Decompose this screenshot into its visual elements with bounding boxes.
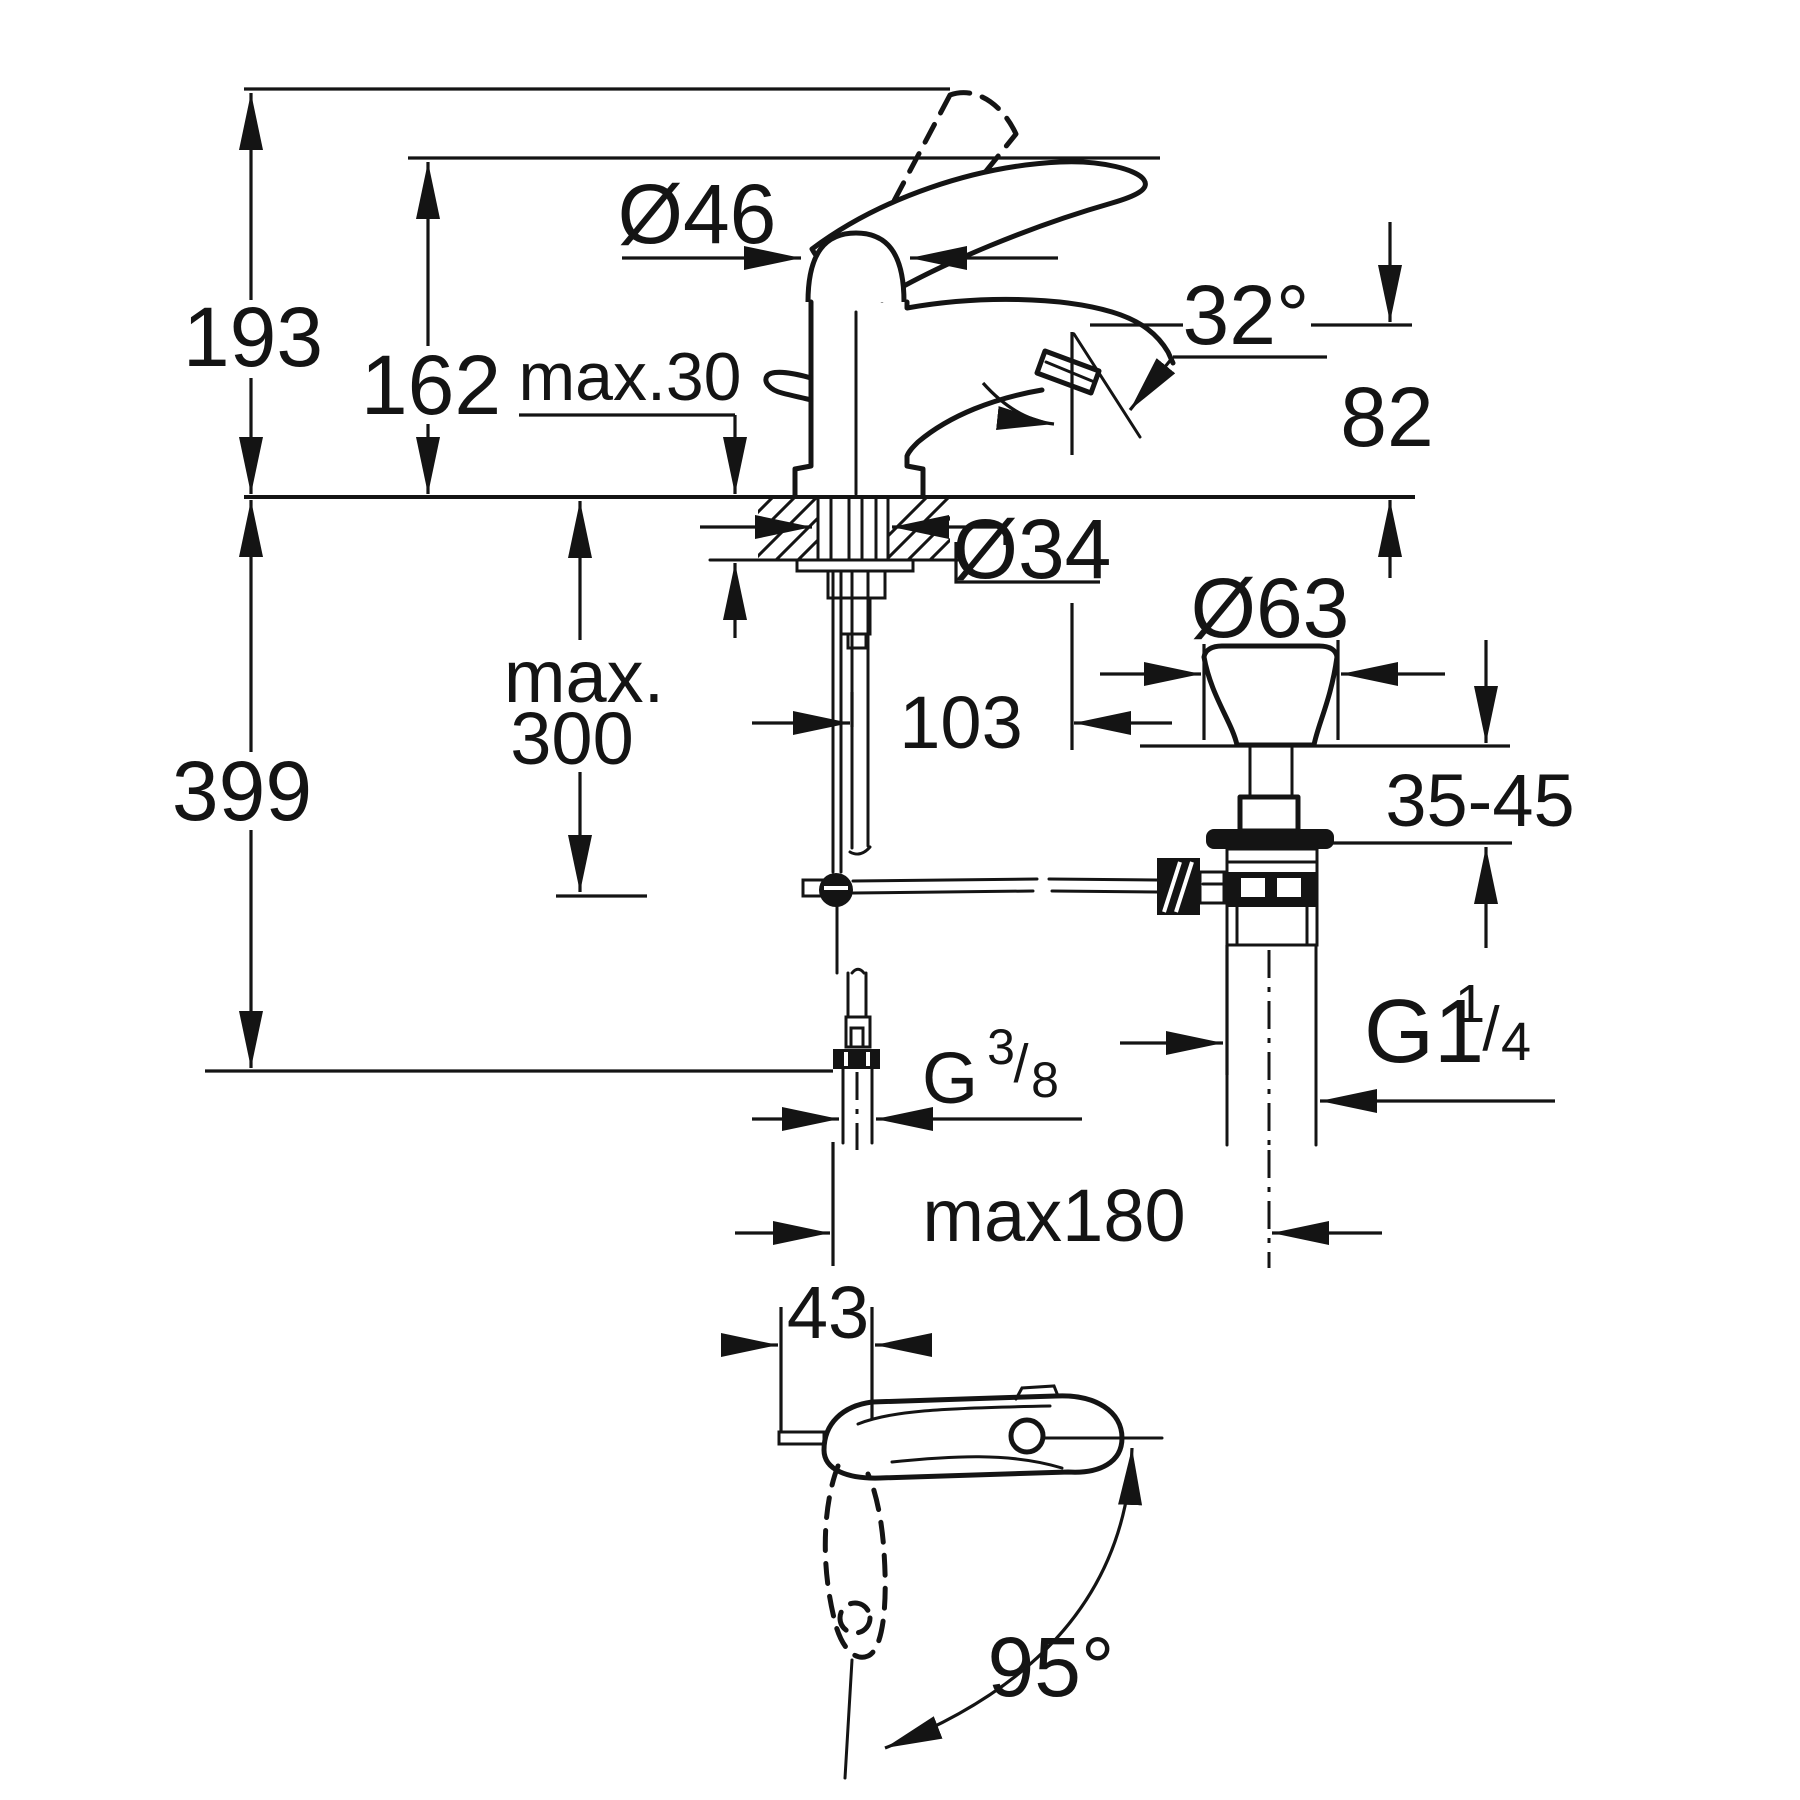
pop-up-pull-rod xyxy=(801,570,853,975)
dim-32-leader-arrow xyxy=(1128,355,1176,412)
label-deck-thickness: max.30 xyxy=(519,339,742,415)
handle-rotated-dashed xyxy=(822,1463,888,1660)
waste-tailpipe xyxy=(1225,943,1318,1147)
label-total-height: 193 xyxy=(183,290,323,384)
dimension-lines xyxy=(205,87,1555,1432)
label-cartridge-diameter: Ø46 xyxy=(618,167,777,261)
mounting-nut-stack xyxy=(795,558,915,650)
label-handle-swing-angle: 95° xyxy=(987,1620,1114,1714)
label-rod-horizontal-reach: max180 xyxy=(922,1174,1185,1257)
label-waste-flange-diameter: Ø63 xyxy=(1191,561,1350,655)
handle-front-tab xyxy=(763,369,814,403)
label-handle-width: 43 xyxy=(787,1271,869,1354)
spout-axis-line xyxy=(1072,332,1142,439)
aerator-inner-line xyxy=(1044,360,1094,383)
waste-plug-cup xyxy=(1201,643,1340,748)
waste-neck xyxy=(1248,743,1294,799)
label-waste-deck-range: 35-45 xyxy=(1385,759,1574,842)
handle-rotated-hole-dashed xyxy=(837,1600,873,1636)
label-waste-thread-sup: 1 xyxy=(1455,974,1485,1034)
label-under-counter-depth: 399 xyxy=(172,744,312,838)
threaded-shank xyxy=(816,495,890,562)
supply-pipe-g38 xyxy=(833,967,880,1150)
label-rod-depth-value: 300 xyxy=(510,697,633,780)
label-supply-thread: G 3 / 8 xyxy=(922,1019,1059,1119)
label-waste-thread-slash: / xyxy=(1482,995,1500,1064)
rotated-position-line xyxy=(843,1658,854,1780)
label-rod-depth-prefix: max. xyxy=(504,635,664,718)
waste-valve-body xyxy=(1225,847,1319,947)
label-spout-reach: 103 xyxy=(899,681,1022,764)
label-supply-thread-main: G xyxy=(922,1039,978,1119)
dimension-labels: 193 162 Ø46 max.30 32° 82 Ø34 max. 300 3… xyxy=(172,167,1575,1714)
top-view-handle xyxy=(777,1384,1164,1780)
waste-square-knob xyxy=(1237,794,1301,834)
label-spout-angle: 32° xyxy=(1182,268,1309,362)
label-supply-thread-slash: / xyxy=(1013,1034,1028,1094)
pop-up-waste-assembly xyxy=(1157,643,1340,1147)
faucet-body xyxy=(792,296,1176,498)
cartridge-dome xyxy=(805,230,907,303)
label-lever-height: 162 xyxy=(361,338,501,432)
label-waste-thread-sub: 4 xyxy=(1501,1012,1531,1072)
dim-d34-leader xyxy=(954,527,1100,584)
handle-top-view-inner xyxy=(856,1404,1064,1470)
label-supply-thread-sub: 8 xyxy=(1031,1052,1059,1108)
spout-swivel-arc xyxy=(981,381,1055,430)
label-waste-thread: G1 1 / 4 xyxy=(1364,974,1531,1082)
handle-top-notch xyxy=(1014,1384,1060,1401)
handle-pin-stub xyxy=(777,1430,826,1446)
horizontal-linkage-rod xyxy=(851,877,1159,895)
label-supply-thread-sup: 3 xyxy=(987,1019,1015,1075)
handle-pivot-hole xyxy=(1008,1417,1046,1455)
label-spout-height: 82 xyxy=(1340,370,1433,464)
waste-knurled-nut xyxy=(1157,858,1233,915)
label-waste-thread-main: G1 xyxy=(1364,982,1484,1082)
label-hole-diameter: Ø34 xyxy=(953,502,1112,596)
waste-gasket xyxy=(1206,829,1334,849)
